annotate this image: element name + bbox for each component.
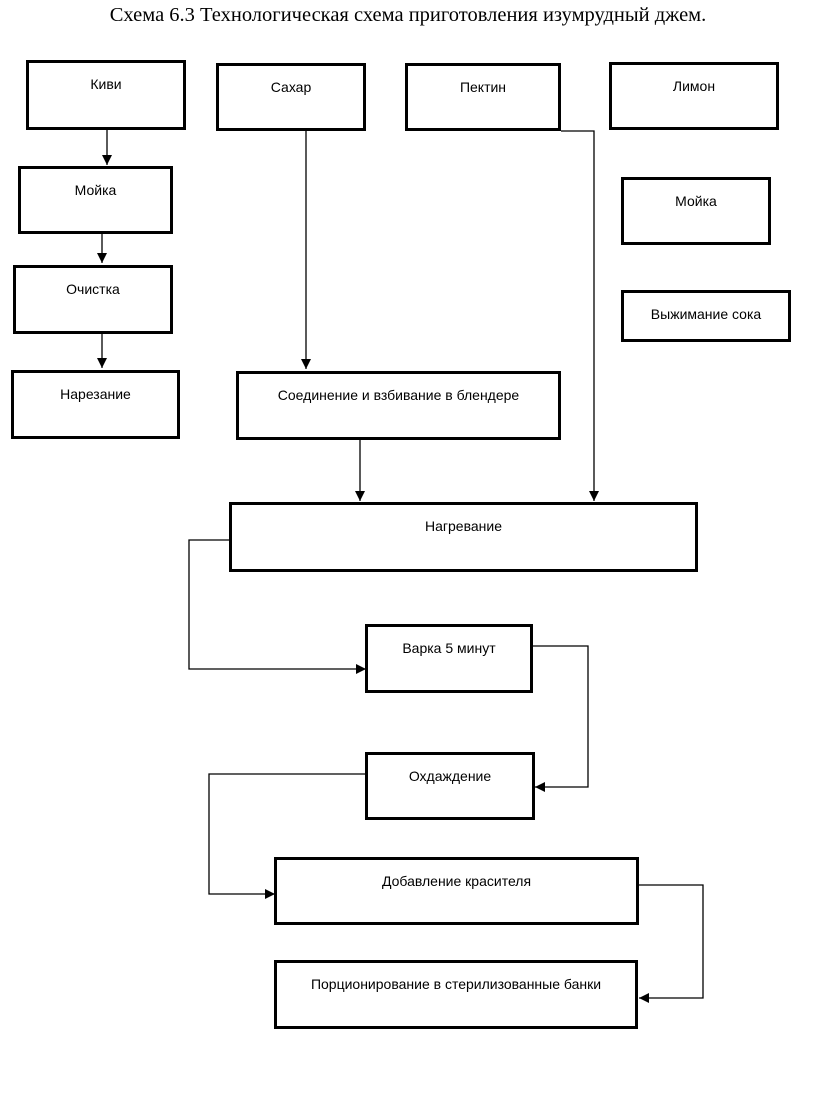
- arrow-cool-to-dye: [208, 773, 365, 899]
- node-lemon: Лимон: [609, 62, 779, 130]
- node-dye: Добавление красителя: [274, 857, 639, 925]
- arrow-pectin-to-heat: [561, 130, 599, 501]
- node-cut: Нарезание: [11, 370, 180, 439]
- node-cool: Охдаждение: [365, 752, 535, 820]
- arrow-dye-to-portion: [639, 884, 704, 1003]
- node-wash-lemon: Мойка: [621, 177, 771, 245]
- node-wash-kiwi: Мойка: [18, 166, 173, 234]
- node-sugar: Сахар: [216, 63, 366, 131]
- node-kiwi: Киви: [26, 60, 186, 130]
- diagram-title: Схема 6.3 Технологическая схема приготов…: [109, 4, 707, 26]
- node-boil: Варка 5 минут: [365, 624, 533, 693]
- arrow-heat-to-boil: [188, 539, 366, 674]
- node-blend: Соединение и взбивание в блендере: [236, 371, 561, 440]
- node-pectin: Пектин: [405, 63, 561, 131]
- node-heat: Нагревание: [229, 502, 698, 572]
- node-juice: Выжимание сока: [621, 290, 791, 342]
- node-peel: Очистка: [13, 265, 173, 334]
- node-portion: Порционирование в стерилизованные банки: [274, 960, 638, 1029]
- arrow-boil-to-cool: [533, 645, 589, 792]
